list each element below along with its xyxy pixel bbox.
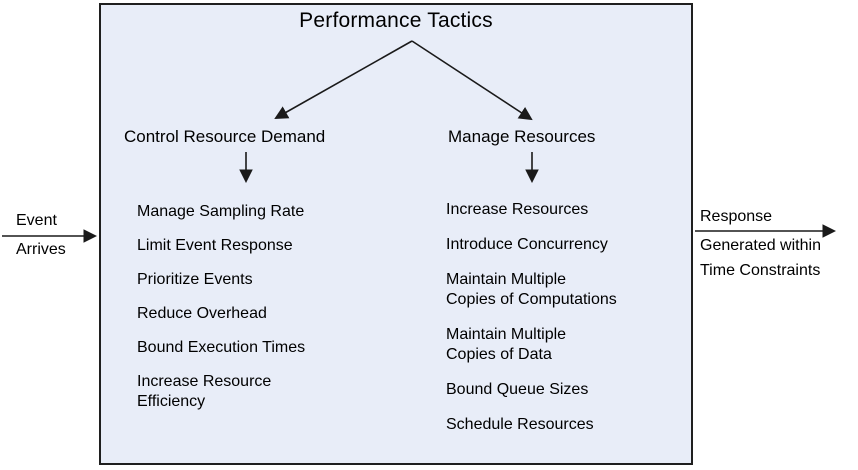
tactic-item: Prioritize Events bbox=[137, 271, 253, 288]
tactic-list-control-resource-demand: Manage Sampling Rate Limit Event Respons… bbox=[137, 202, 305, 412]
tactic-item: Increase Resource Efficiency bbox=[137, 373, 272, 410]
tactic-list-manage-resources: Increase Resources Introduce Concurrency… bbox=[446, 200, 617, 435]
tactic-item: Maintain Multiple Copies of Computations bbox=[446, 271, 617, 308]
branch-heading-manage-resources: Manage Resources bbox=[448, 127, 596, 146]
event-arrives-label-line1: Event bbox=[16, 212, 57, 229]
tactic-item: Schedule Resources bbox=[446, 416, 594, 433]
response-label-line3: Time Constraints bbox=[700, 262, 821, 279]
tactic-item: Maintain Multiple Copies of Data bbox=[446, 326, 567, 363]
response-label-line2: Generated within bbox=[700, 237, 821, 254]
tactic-item: Manage Sampling Rate bbox=[137, 203, 305, 220]
tactic-item: Limit Event Response bbox=[137, 237, 293, 254]
diagram-title: Performance Tactics bbox=[299, 9, 493, 32]
response-label-line1: Response bbox=[700, 208, 773, 225]
tactic-item: Bound Queue Sizes bbox=[446, 381, 589, 398]
tactic-item: Reduce Overhead bbox=[137, 305, 267, 322]
branch-heading-control-resource-demand: Control Resource Demand bbox=[124, 127, 326, 146]
tactic-item: Introduce Concurrency bbox=[446, 236, 608, 253]
tactic-item: Bound Execution Times bbox=[137, 339, 306, 356]
tactic-item: Increase Resources bbox=[446, 201, 589, 218]
event-arrives-label-line2: Arrives bbox=[16, 241, 66, 258]
